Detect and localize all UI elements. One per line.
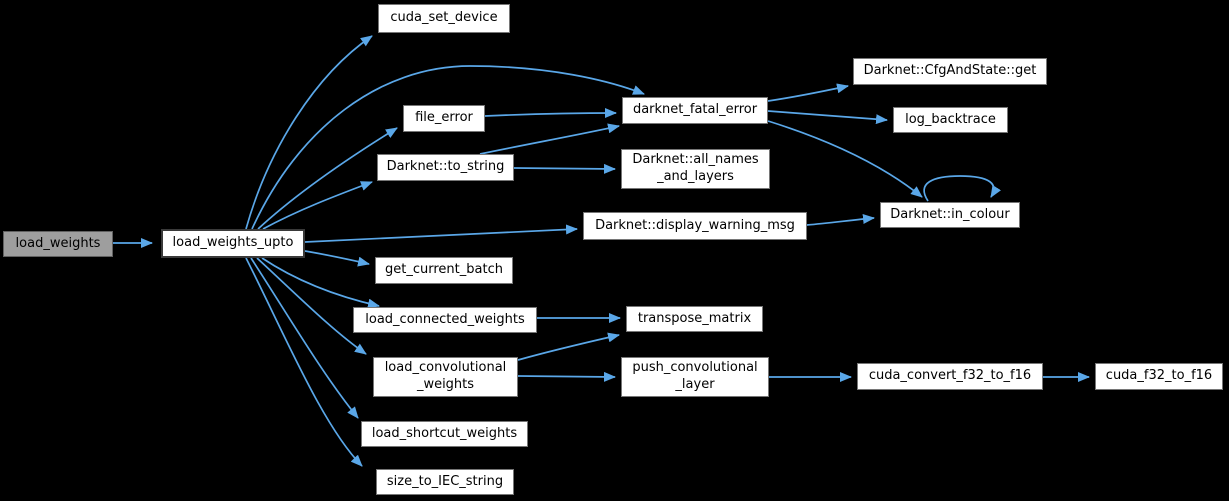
node-darknet_cfgandstate_get[interactable]: Darknet::CfgAndState::get [853,58,1047,85]
edge-load_convolutional_weights-to-transpose_matrix [517,332,620,361]
node-load_shortcut_weights[interactable]: load_shortcut_weights [361,421,528,447]
edge-load_weights_upto-to-size_to_IEC_string [245,257,363,467]
node-load_connected_weights[interactable]: load_connected_weights [353,307,537,333]
edge-darknet_fatal_error-to-darknet_in_colour [767,120,923,198]
edge-darknet_to_string-to-darknet_fatal_error [479,123,620,155]
node-file_error[interactable]: file_error [403,105,485,132]
node-cuda_convert_f32_to_f16[interactable]: cuda_convert_f32_to_f16 [857,363,1043,390]
edge-load_weights_upto-to-darknet_to_string [262,181,373,230]
node-darknet_fatal_error[interactable]: darknet_fatal_error [622,97,768,124]
edge-file_error-to-darknet_fatal_error [484,108,617,119]
node-push_convolutional_layer[interactable]: push_convolutional _layer [621,357,769,397]
edge-darknet_in_colour-self-loop [923,175,1002,202]
edge-load_weights_upto-to-load_shortcut_weights [250,257,359,419]
edge-load_convolutional_weights-to-push_convolutional_layer [517,371,616,382]
node-size_to_IEC_string[interactable]: size_to_IEC_string [376,469,514,495]
node-load_weights_upto[interactable]: load_weights_upto [161,229,305,258]
node-darknet_all_names_and_layers[interactable]: Darknet::all_names _and_layers [621,149,770,189]
node-darknet_in_colour[interactable]: Darknet::in_colour [880,202,1020,228]
edge-load_weights_upto-to-get_current_batch [304,250,370,267]
node-log_backtrace[interactable]: log_backtrace [893,107,1008,133]
node-load_weights[interactable]: load_weights [3,231,113,257]
node-transpose_matrix[interactable]: transpose_matrix [626,306,763,332]
edge-load_weights_upto-to-darknet_display_warning_msg [304,224,578,243]
edge-load_weights_upto-to-load_connected_weights [261,257,380,309]
edge-load_weights_upto-to-file_error [257,127,398,230]
edge-darknet_to_string-to-darknet_all_names_and_layers [513,163,616,174]
edge-darknet_display_warning_msg-to-darknet_in_colour [806,214,875,226]
edge-load_weights_upto-to-cuda_set_device [245,35,373,230]
node-darknet_to_string[interactable]: Darknet::to_string [377,154,514,181]
node-load_convolutional_weights[interactable]: load_convolutional _weights [373,357,518,397]
edge-darknet_fatal_error-to-log_backtrace [767,110,888,125]
node-cuda_f32_to_f16[interactable]: cuda_f32_to_f16 [1095,363,1223,390]
edge-darknet_fatal_error-to-darknet_cfgandstate_get [767,83,849,102]
node-cuda_set_device[interactable]: cuda_set_device [378,4,510,33]
node-darknet_display_warning_msg[interactable]: Darknet::display_warning_msg [583,212,807,240]
edge-load_weights_upto-to-load_convolutional_weights [256,257,367,355]
node-get_current_batch[interactable]: get_current_batch [375,257,513,284]
edge-load_weights_upto-to-darknet_fatal_error [251,65,645,230]
